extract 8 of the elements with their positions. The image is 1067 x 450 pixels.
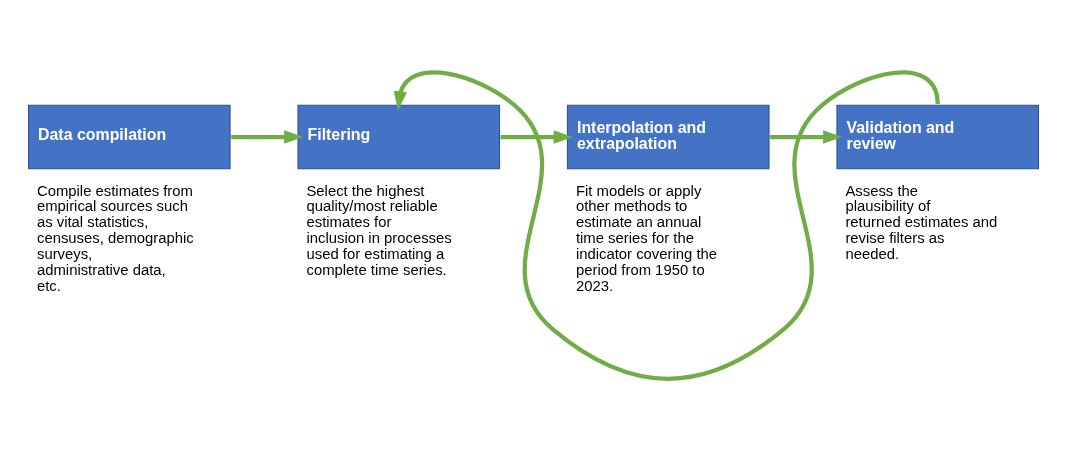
arrow — [231, 129, 304, 144]
arrow — [500, 129, 573, 144]
arrow — [770, 129, 843, 144]
node-label: Compile estimates from empirical sources such as vital statistics, censuses, demographic surveys, administrative data, etc. — [36, 182, 194, 294]
node-label: Assess the plausibility of returned estimates and revise filters as needed. — [845, 182, 998, 262]
node-label: Select the highest quality/most reliable estimates for inclusion in processes used for estimating a complete time series. — [306, 182, 452, 278]
arrow — [393, 70, 940, 381]
node-label: Fit models or apply other methods to estimate an annual time series for the indicator covering the period from 1950 to 2023. — [575, 182, 718, 294]
